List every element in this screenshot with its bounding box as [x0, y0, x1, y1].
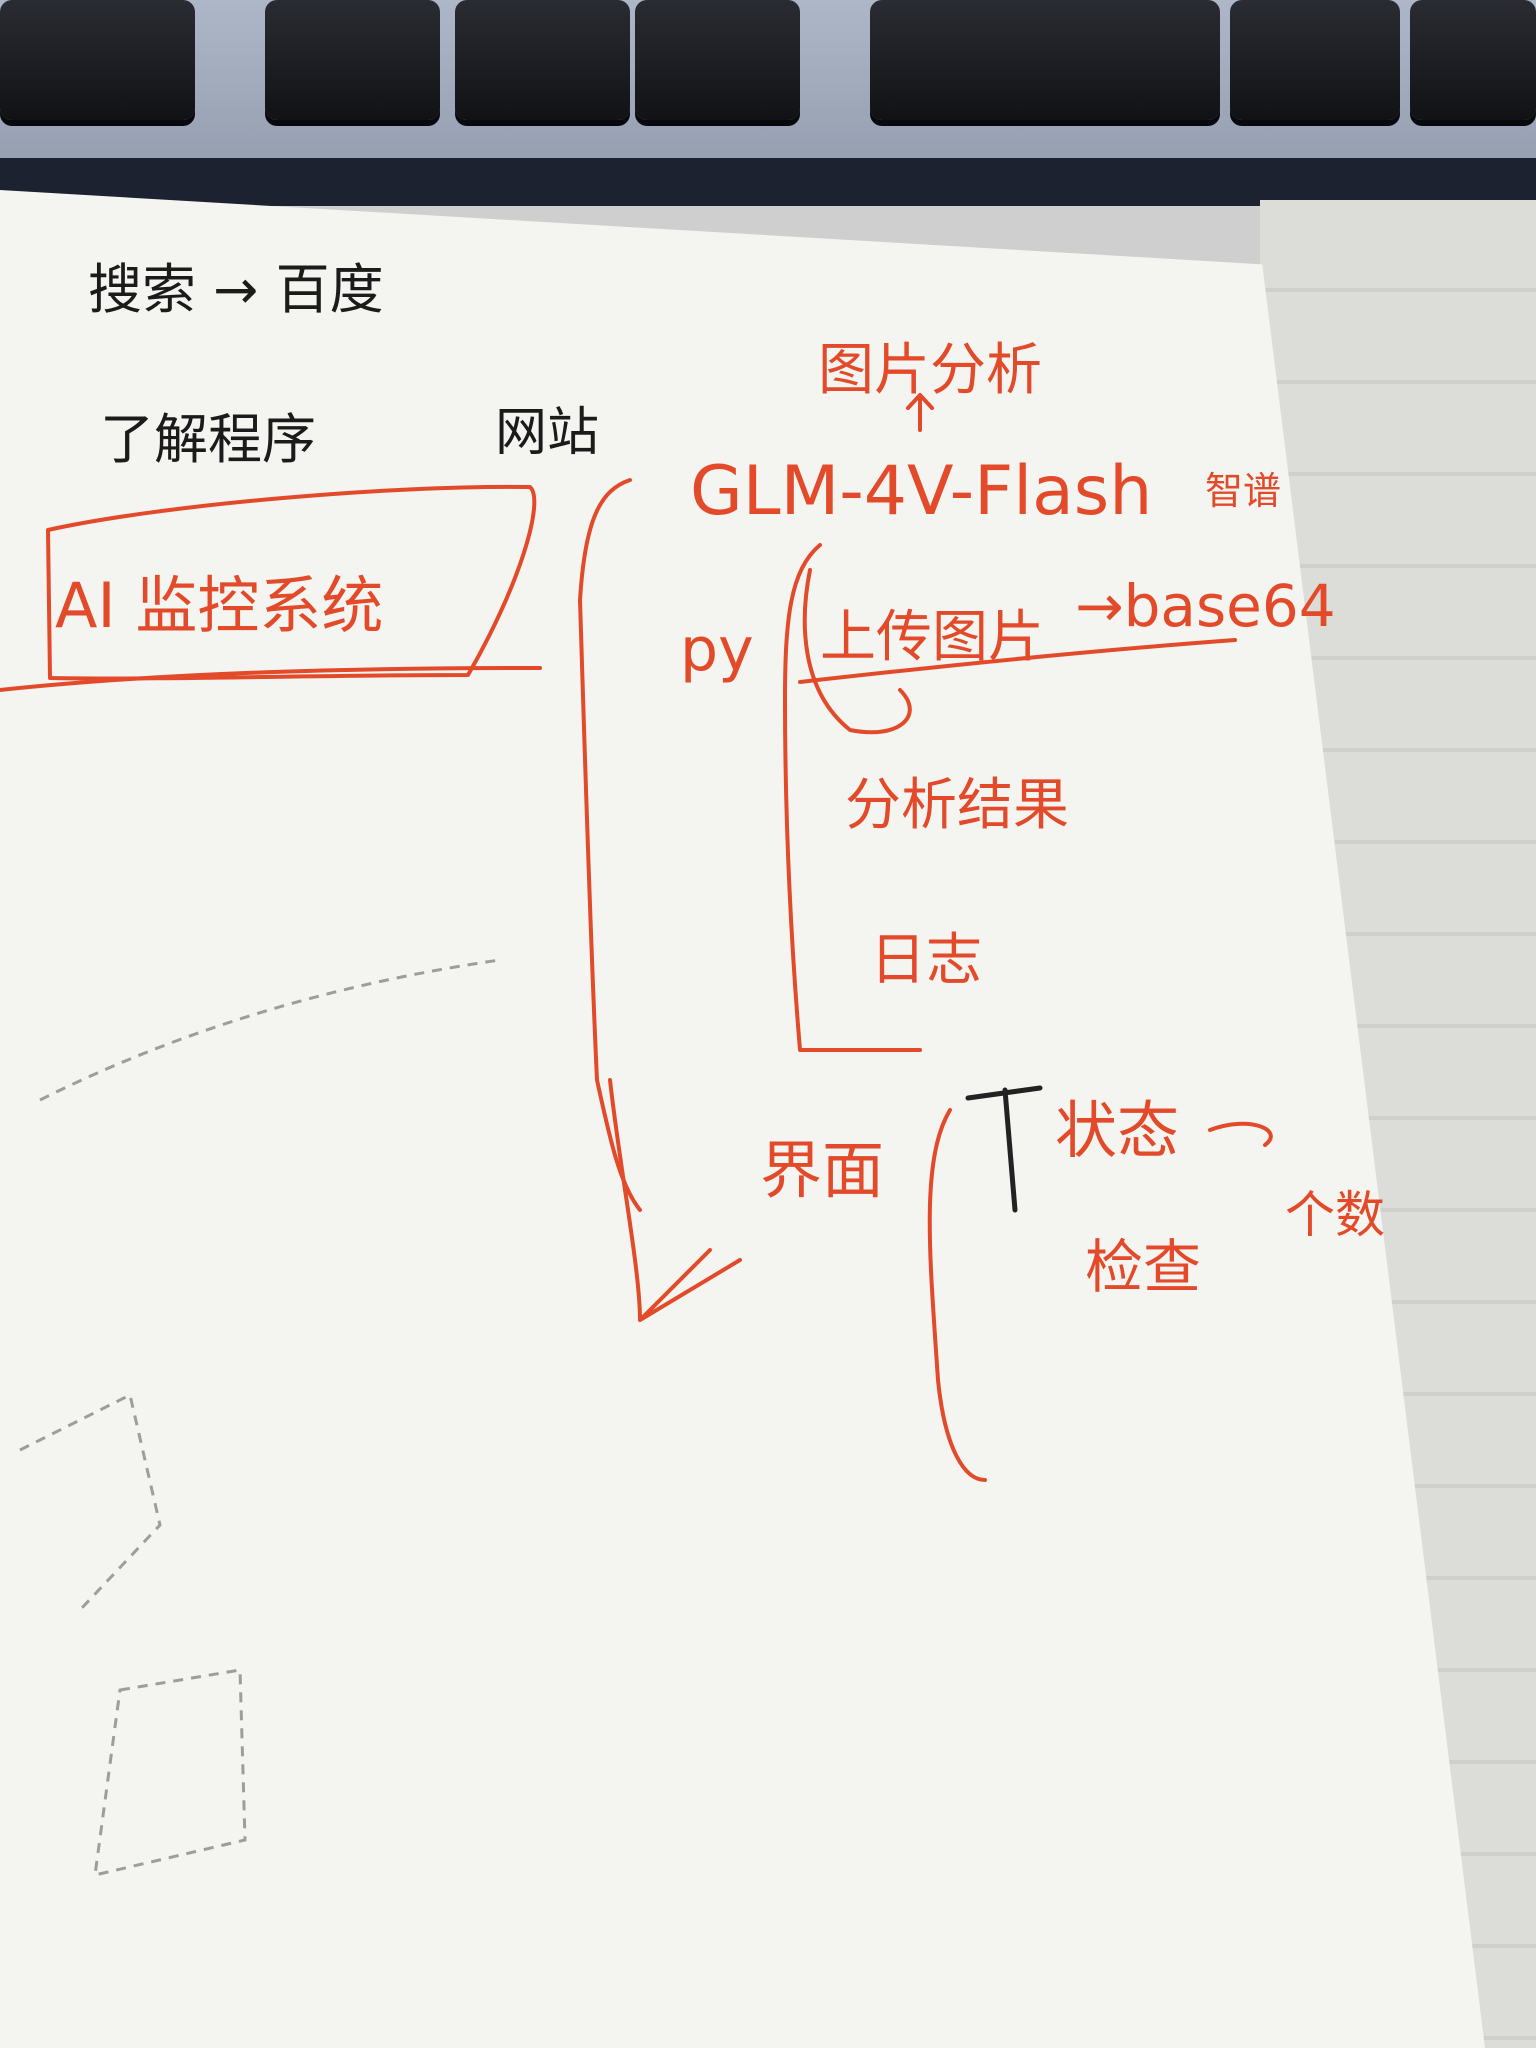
faded-stamp-2	[93, 1668, 247, 1877]
keyboard-key	[0, 0, 195, 120]
py-bracket	[783, 543, 922, 1052]
keyboard-key	[870, 0, 1220, 120]
ai-monitor-box	[46, 484, 537, 681]
py-label: py	[680, 615, 754, 685]
status-swirl	[1208, 1121, 1273, 1147]
ai-monitor-title: AI 监控系统	[55, 569, 384, 642]
ui-note: 界面	[760, 1134, 885, 1207]
up-arrow	[906, 393, 934, 432]
website-note: 网站	[495, 403, 600, 463]
status-t-mark	[965, 1085, 1043, 1213]
status-note: 状态	[1055, 1094, 1180, 1167]
image-analysis-note: 图片分析	[818, 338, 1042, 403]
loop-arrow	[802, 568, 912, 735]
upload-image-note: 上传图片	[820, 605, 1044, 670]
count-note: 个数	[1285, 1186, 1385, 1244]
keyboard-key	[455, 0, 630, 120]
base64-note: →base64	[1075, 572, 1336, 640]
analysis-result-note: 分析结果	[845, 773, 1069, 838]
keyboard-key	[265, 0, 440, 120]
faded-stamp-1	[19, 1392, 162, 1612]
keyboard	[0, 0, 1536, 206]
upload-underline	[798, 638, 1237, 684]
keyboard-key	[635, 0, 800, 120]
faded-curve	[39, 958, 501, 1102]
main-bracket	[578, 478, 642, 1212]
inspect-note: 检查	[1085, 1233, 1202, 1301]
keyboard-key	[1230, 0, 1400, 120]
log-note: 日志	[870, 928, 982, 993]
underline-main	[0, 666, 542, 692]
understand-program-note: 了解程序	[100, 408, 316, 471]
search-note: 搜索 → 百度	[88, 258, 384, 321]
keyboard-key	[1410, 0, 1536, 120]
keyboard-base	[0, 158, 1536, 206]
smart-spectrum-note: 智谱	[1205, 469, 1282, 513]
status-bracket	[927, 1108, 987, 1482]
lower-bracket	[608, 1078, 742, 1322]
model-name: GLM-4V-Flash	[690, 452, 1153, 531]
